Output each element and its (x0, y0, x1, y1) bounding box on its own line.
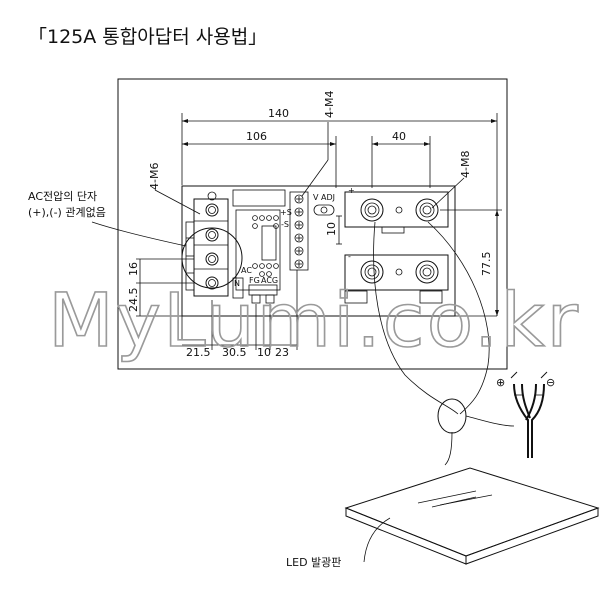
watermark: MyLumi.co.kr (48, 278, 580, 364)
ac-terminal-highlight (181, 227, 243, 289)
busbar-minus-label: - (348, 252, 351, 261)
relay-pins (252, 215, 279, 277)
sense-terminals (294, 194, 304, 269)
dim-21-5-label: 21.5 (186, 346, 211, 359)
dim-24-5-label: 24.5 (127, 288, 140, 313)
screw-terminal-4 (205, 276, 219, 290)
page-title: 「125A 통합아답터 사용법」 (28, 26, 267, 48)
dimension-140: 140 (181, 107, 498, 200)
output-busbar-negative (344, 254, 449, 304)
terminal-n-label: N (234, 279, 240, 288)
callout-m6-label: 4-M6 (148, 163, 161, 190)
busbar-plus-label: + (348, 186, 355, 195)
dim-140-label: 140 (268, 107, 289, 120)
screw-terminal-3 (205, 252, 219, 266)
terminal-acg-label: ACG (261, 276, 278, 285)
panel-feed-wire (444, 431, 453, 466)
wire-plus-label: ⊕ (496, 376, 505, 389)
center-module (232, 189, 286, 207)
dim-16-label: 16 (127, 262, 140, 276)
screw-terminal-2 (205, 228, 219, 242)
output-wire-1 (373, 221, 459, 415)
callout-m4: 4-M4 (301, 91, 336, 197)
terminal-minus-s-label: -S (281, 220, 289, 229)
terminal-ac-label: AC (241, 266, 252, 275)
dim-23-label: 23 (275, 346, 289, 359)
callout-m6: 4-M6 (148, 163, 201, 215)
dimension-40: 40 (371, 130, 431, 188)
led-panel-label: LED 발광판 (286, 556, 341, 569)
ac-note-line1: AC전압의 단자 (28, 190, 97, 203)
dimension-24-5: 24.5 (127, 283, 182, 317)
callout-m4-label: 4-M4 (323, 91, 336, 118)
dim-10b-label: 10 (257, 346, 271, 359)
output-cable (510, 371, 548, 458)
bottom-dimensions: 21.5 30.5 10 23 (182, 270, 298, 359)
terminal-plus-s-label: +S (280, 208, 292, 217)
adapter-body (181, 185, 456, 317)
wire-junction (437, 398, 467, 434)
callout-m8-label: 4-M8 (459, 151, 472, 178)
callout-m8: 4-M8 (431, 151, 472, 209)
dim-40-label: 40 (392, 130, 406, 143)
output-busbar-positive (344, 191, 449, 234)
v-adj-label: V ADJ (313, 193, 335, 202)
fg-acg-terminals: FG ACG (248, 276, 278, 304)
dim-10-label: 10 (325, 222, 338, 236)
dim-106-label: 106 (246, 130, 267, 143)
dim-77-5-label: 77.5 (480, 252, 493, 277)
screw-terminal-1 (205, 203, 219, 217)
dimension-77-5: 77.5 (440, 209, 502, 316)
dimension-16: 16 (127, 258, 194, 284)
wire-minus-label: ⊖ (546, 376, 555, 389)
output-wire-2 (427, 221, 490, 415)
dim-30-5-label: 30.5 (222, 346, 247, 359)
led-panel (344, 467, 600, 565)
ac-note-line2: (+),(-) 관계없음 (28, 206, 106, 219)
dimension-10: 10 (325, 215, 342, 245)
terminal-fg-label: FG (249, 276, 260, 285)
sense-terminal-column (289, 191, 309, 271)
dimension-106: 106 (182, 130, 337, 188)
v-adj-trimmer (313, 204, 335, 216)
ac-note-leader (91, 221, 187, 247)
led-panel-leader (363, 517, 391, 563)
drawing-frame (117, 78, 508, 370)
